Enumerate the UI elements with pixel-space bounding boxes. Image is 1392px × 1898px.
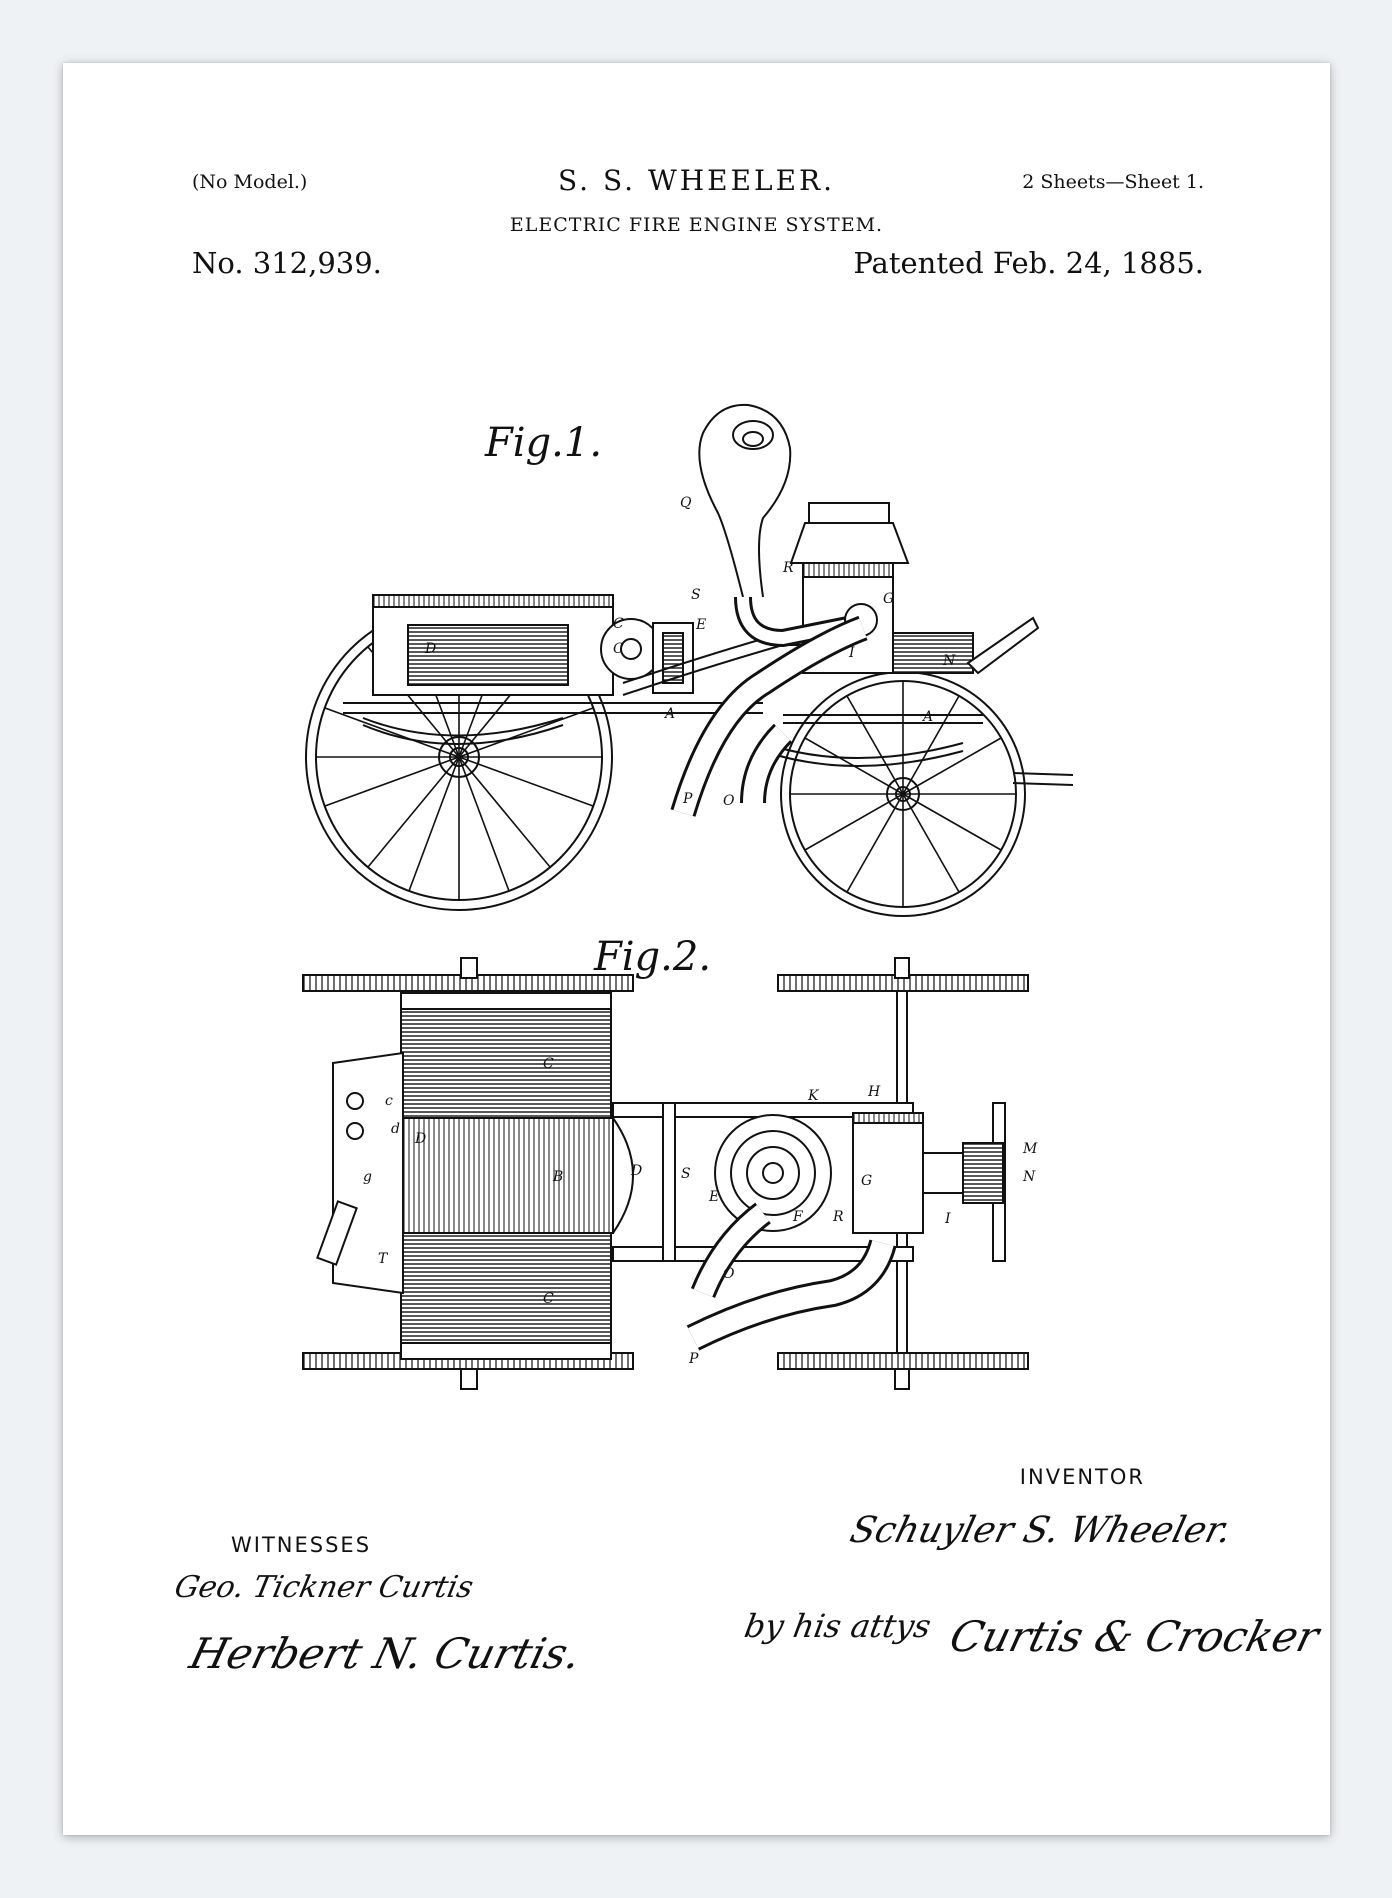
patent-sheet: (No Model.) S. S. WHEELER. 2 Sheets—Shee… [63, 63, 1330, 1835]
svg-text:R: R [782, 560, 794, 576]
attorneys-signature: Curtis & Crocker [945, 1612, 1324, 1661]
svg-text:S: S [691, 587, 701, 603]
svg-text:N: N [1022, 1169, 1036, 1185]
svg-text:g: g [363, 1169, 372, 1185]
svg-text:I: I [944, 1211, 951, 1227]
patent-title: ELECTRIC FIRE ENGINE SYSTEM. [509, 214, 884, 236]
svg-text:C: C [613, 616, 624, 632]
patent-drawing: Q R S E A A I G N C C D P O [302, 403, 1074, 1390]
sheet-count: 2 Sheets—Sheet 1. [1022, 171, 1204, 193]
fig1-side-view: Q R S E A A I G N C C D P O [305, 403, 1074, 917]
svg-text:B: B [552, 1169, 563, 1185]
inventor-label: INVENTOR [1019, 1465, 1145, 1489]
witness-2-signature: Herbert N. Curtis. [185, 1629, 587, 1678]
svg-text:G: G [883, 591, 894, 607]
front-wheel [780, 671, 1026, 917]
fig2-label: Fig.2. [594, 934, 712, 980]
svg-text:P: P [682, 791, 693, 807]
svg-text:P: P [688, 1351, 699, 1367]
attorneys-prefix: by his attys [741, 1607, 934, 1645]
patent-number: No. 312,939. [192, 246, 382, 280]
fig1-label: Fig.1. [485, 420, 603, 466]
svg-text:K: K [807, 1088, 820, 1104]
svg-text:C: C [613, 641, 624, 657]
svg-text:O: O [723, 1266, 735, 1282]
witnesses-label: WITNESSES [231, 1533, 372, 1557]
inventor-signature: Schuyler S. Wheeler. [846, 1510, 1236, 1551]
svg-text:D: D [414, 1131, 426, 1147]
svg-text:I: I [848, 645, 855, 661]
svg-text:c: c [385, 1093, 393, 1109]
svg-text:F: F [792, 1209, 804, 1225]
svg-text:C: C [543, 1056, 554, 1072]
svg-text:C: C [543, 1291, 554, 1307]
svg-text:N: N [942, 653, 956, 669]
svg-text:D: D [424, 641, 436, 657]
svg-text:Q: Q [680, 495, 692, 511]
patent-date: Patented Feb. 24, 1885. [853, 246, 1204, 280]
model-note: (No Model.) [192, 171, 308, 193]
svg-text:A: A [921, 709, 933, 725]
svg-text:H: H [867, 1084, 881, 1100]
fig2-plan-view: C C B D D S E G K H M N F R I c d g T O [302, 957, 1038, 1390]
inventor-heading: S. S. WHEELER. [557, 164, 836, 197]
svg-text:D: D [630, 1163, 642, 1179]
svg-text:G: G [861, 1173, 872, 1189]
svg-text:M: M [1022, 1141, 1038, 1157]
svg-text:E: E [708, 1189, 719, 1205]
svg-text:R: R [832, 1209, 844, 1225]
svg-text:O: O [723, 793, 735, 809]
svg-text:S: S [681, 1166, 691, 1182]
witness-1-signature: Geo. Tickner Curtis [171, 1570, 477, 1605]
svg-text:d: d [391, 1121, 400, 1137]
svg-text:E: E [695, 617, 706, 633]
svg-text:A: A [663, 706, 675, 722]
svg-text:T: T [378, 1251, 389, 1267]
